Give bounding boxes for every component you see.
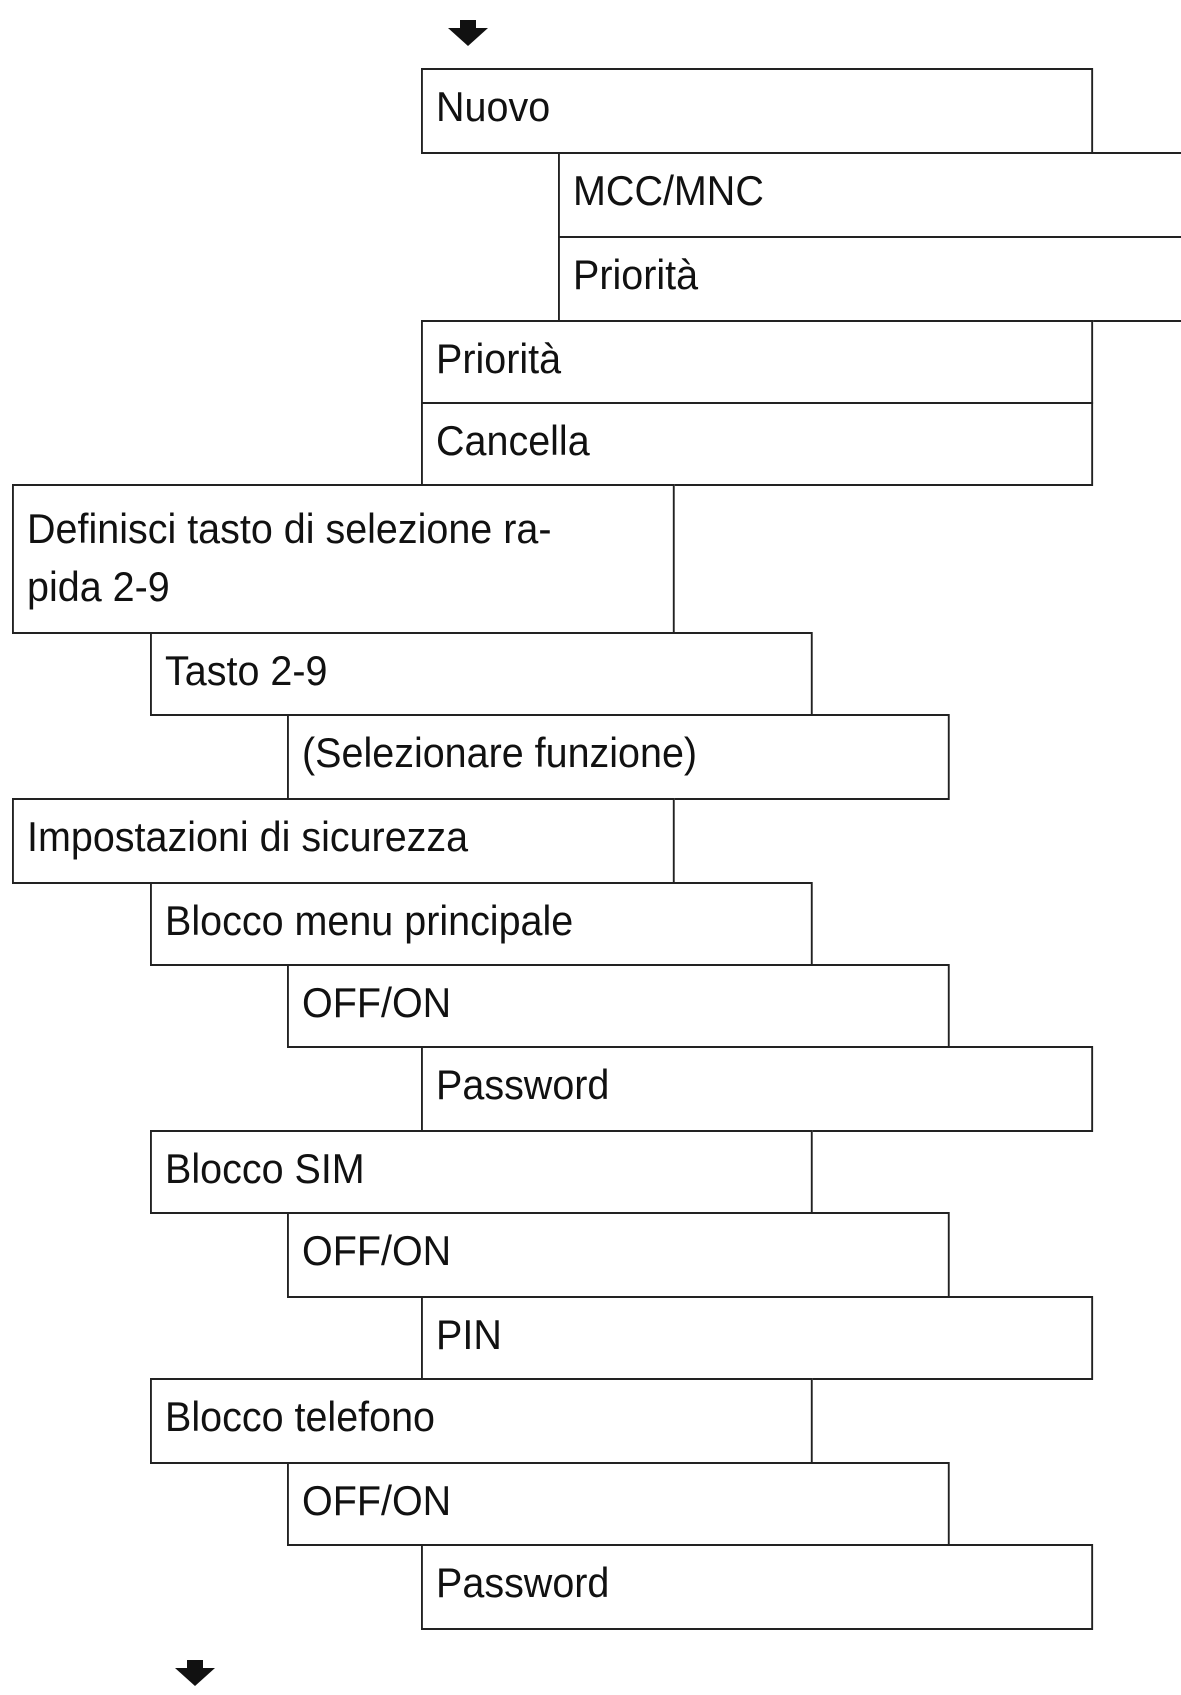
menu-item-offon-2[interactable]: OFF/ON [287, 1212, 950, 1298]
menu-item-offon-1[interactable]: OFF/ON [287, 964, 950, 1048]
menu-item-label: OFF/ON [302, 979, 452, 1026]
menu-item-label: OFF/ON [302, 1477, 452, 1524]
menu-item-selezionare-funzione[interactable]: (Selezionare funzione) [287, 714, 950, 800]
menu-item-label: Blocco telefono [165, 1393, 436, 1440]
menu-item-nuovo[interactable]: Nuovo [421, 68, 1094, 154]
menu-item-label: Cancella [436, 417, 590, 464]
menu-item-label: Priorità [573, 251, 699, 298]
menu-item-impostazioni-sicurezza[interactable]: Impostazioni di sicurezza [12, 798, 675, 884]
menu-item-blocco-menu[interactable]: Blocco menu principale [150, 882, 813, 966]
menu-item-password-1[interactable]: Password [421, 1046, 1094, 1132]
menu-item-offon-3[interactable]: OFF/ON [287, 1462, 950, 1546]
menu-item-password-2[interactable]: Password [421, 1544, 1094, 1630]
menu-item-label: Password [436, 1061, 610, 1108]
menu-item-label: Priorità [436, 335, 562, 382]
menu-item-label: Nuovo [436, 83, 551, 130]
menu-item-label: Impostazioni di sicurezza [27, 813, 469, 860]
menu-item-blocco-sim[interactable]: Blocco SIM [150, 1130, 813, 1214]
menu-item-mcc-mnc[interactable]: MCC/MNC [558, 152, 1181, 238]
menu-item-label: OFF/ON [302, 1227, 452, 1274]
menu-item-blocco-telefono[interactable]: Blocco telefono [150, 1378, 813, 1464]
menu-item-label: Blocco SIM [165, 1145, 365, 1192]
menu-item-priorita-sub[interactable]: Priorità [558, 236, 1181, 322]
menu-item-cancella[interactable]: Cancella [421, 402, 1094, 486]
arrow-down-icon [448, 20, 488, 46]
arrow-down-icon [175, 1660, 215, 1686]
menu-item-pin[interactable]: PIN [421, 1296, 1094, 1380]
menu-item-label: MCC/MNC [573, 167, 764, 214]
menu-item-label-line2: pida 2-9 [27, 563, 170, 610]
menu-item-label: Blocco menu principale [165, 897, 574, 944]
menu-item-label: PIN [436, 1311, 502, 1358]
menu-item-definisci-tasto[interactable]: Definisci tasto di selezione ra- pida 2-… [12, 484, 675, 634]
menu-item-label: Tasto 2-9 [165, 647, 328, 694]
menu-item-priorita[interactable]: Priorità [421, 320, 1094, 404]
menu-item-label: (Selezionare funzione) [302, 729, 698, 776]
menu-item-label-line1: Definisci tasto di selezione ra- [27, 505, 552, 552]
menu-item-tasto[interactable]: Tasto 2-9 [150, 632, 813, 716]
menu-item-label: Password [436, 1559, 610, 1606]
